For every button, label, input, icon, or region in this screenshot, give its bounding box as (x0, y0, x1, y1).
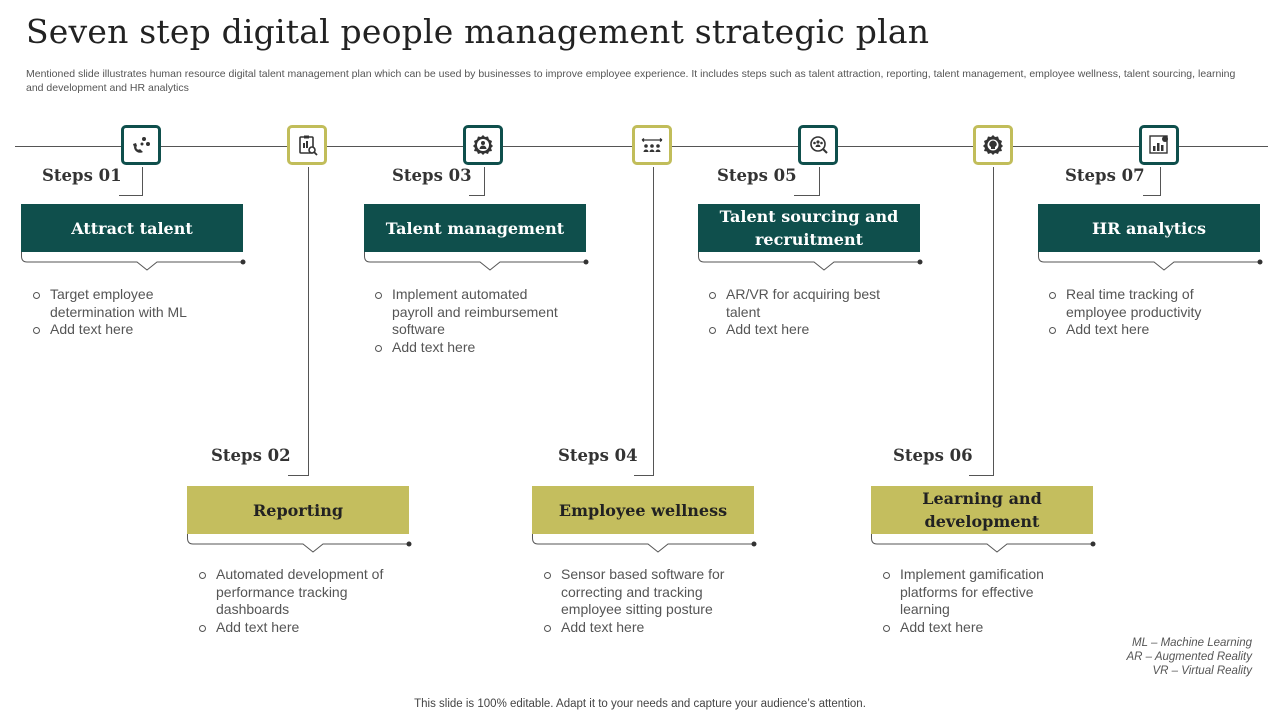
step-title-box: HR analytics (1038, 204, 1260, 252)
abbreviation-ml: ML – Machine Learning (1132, 637, 1252, 649)
bullet-item: Add text here (880, 619, 1080, 637)
step-label: Steps 01 (42, 166, 122, 185)
step-label: Steps 03 (392, 166, 472, 185)
bullet-item: Target employee determination with ML (30, 286, 230, 321)
connector (469, 195, 485, 196)
brain-gear-icon (973, 125, 1013, 165)
connector (119, 195, 143, 196)
abbreviation-ar: AR – Augmented Reality (1126, 651, 1252, 663)
connector (653, 167, 654, 475)
step-label: Steps 06 (893, 446, 973, 465)
connector (819, 167, 820, 195)
connector (969, 475, 994, 476)
step-bullets: Implement gamification platforms for eff… (880, 566, 1080, 636)
step-title-box: Attract talent (21, 204, 243, 252)
step-title-box: Reporting (187, 486, 409, 534)
report-clipboard-icon (287, 125, 327, 165)
analytics-chart-icon (1139, 125, 1179, 165)
abbreviation-legend: ML – Machine Learning AR – Augmented Rea… (1126, 636, 1252, 678)
bullet-item: Sensor based software for correcting and… (541, 566, 741, 619)
bullet-item: Add text here (1046, 321, 1246, 339)
callout-bracket (1038, 252, 1263, 271)
bullet-item: Add text here (196, 619, 396, 637)
search-people-icon (798, 125, 838, 165)
bullet-item: Add text here (706, 321, 906, 339)
connector (1143, 195, 1161, 196)
step-title-box: Learning and development (871, 486, 1093, 534)
connector (794, 195, 820, 196)
callout-bracket (532, 534, 757, 553)
step-bullets: Target employee determination with ML Ad… (30, 286, 230, 339)
callout-bracket (364, 252, 589, 271)
step-label: Steps 04 (558, 446, 638, 465)
bullet-item: Add text here (541, 619, 741, 637)
connector (484, 167, 485, 195)
bullet-item: Implement automated payroll and reimburs… (372, 286, 572, 339)
callout-bracket (698, 252, 923, 271)
magnet-icon (121, 125, 161, 165)
step-label: Steps 07 (1065, 166, 1145, 185)
step-bullets: Real time tracking of employee productiv… (1046, 286, 1246, 339)
connector (308, 167, 309, 475)
bullet-item: Real time tracking of employee productiv… (1046, 286, 1246, 321)
bullet-item: Implement gamification platforms for eff… (880, 566, 1080, 619)
connector (993, 167, 994, 475)
step-label: Steps 02 (211, 446, 291, 465)
connector (142, 167, 143, 195)
bullet-item: Automated development of performance tra… (196, 566, 396, 619)
step-label: Steps 05 (717, 166, 797, 185)
connector (288, 475, 309, 476)
callout-bracket (187, 534, 412, 553)
team-arrows-icon (632, 125, 672, 165)
bullet-item: AR/VR for acquiring best talent (706, 286, 906, 321)
step-bullets: Automated development of performance tra… (196, 566, 396, 636)
step-bullets: Sensor based software for correcting and… (541, 566, 741, 636)
bullet-item: Add text here (372, 339, 572, 357)
step-title-box: Employee wellness (532, 486, 754, 534)
step-bullets: Implement automated payroll and reimburs… (372, 286, 572, 356)
callout-bracket (21, 252, 246, 271)
gear-person-icon (463, 125, 503, 165)
step-title-box: Talent sourcing and recruitment (698, 204, 920, 252)
page-subtitle: Mentioned slide illustrates human resour… (26, 68, 1236, 94)
bullet-item: Add text here (30, 321, 230, 339)
connector (1160, 167, 1161, 195)
abbreviation-vr: VR – Virtual Reality (1152, 665, 1253, 677)
step-bullets: AR/VR for acquiring best talent Add text… (706, 286, 906, 339)
callout-bracket (871, 534, 1096, 553)
step-title-box: Talent management (364, 204, 586, 252)
connector (634, 475, 654, 476)
footer-note: This slide is 100% editable. Adapt it to… (414, 698, 866, 710)
page-title: Seven step digital people management str… (26, 12, 930, 51)
